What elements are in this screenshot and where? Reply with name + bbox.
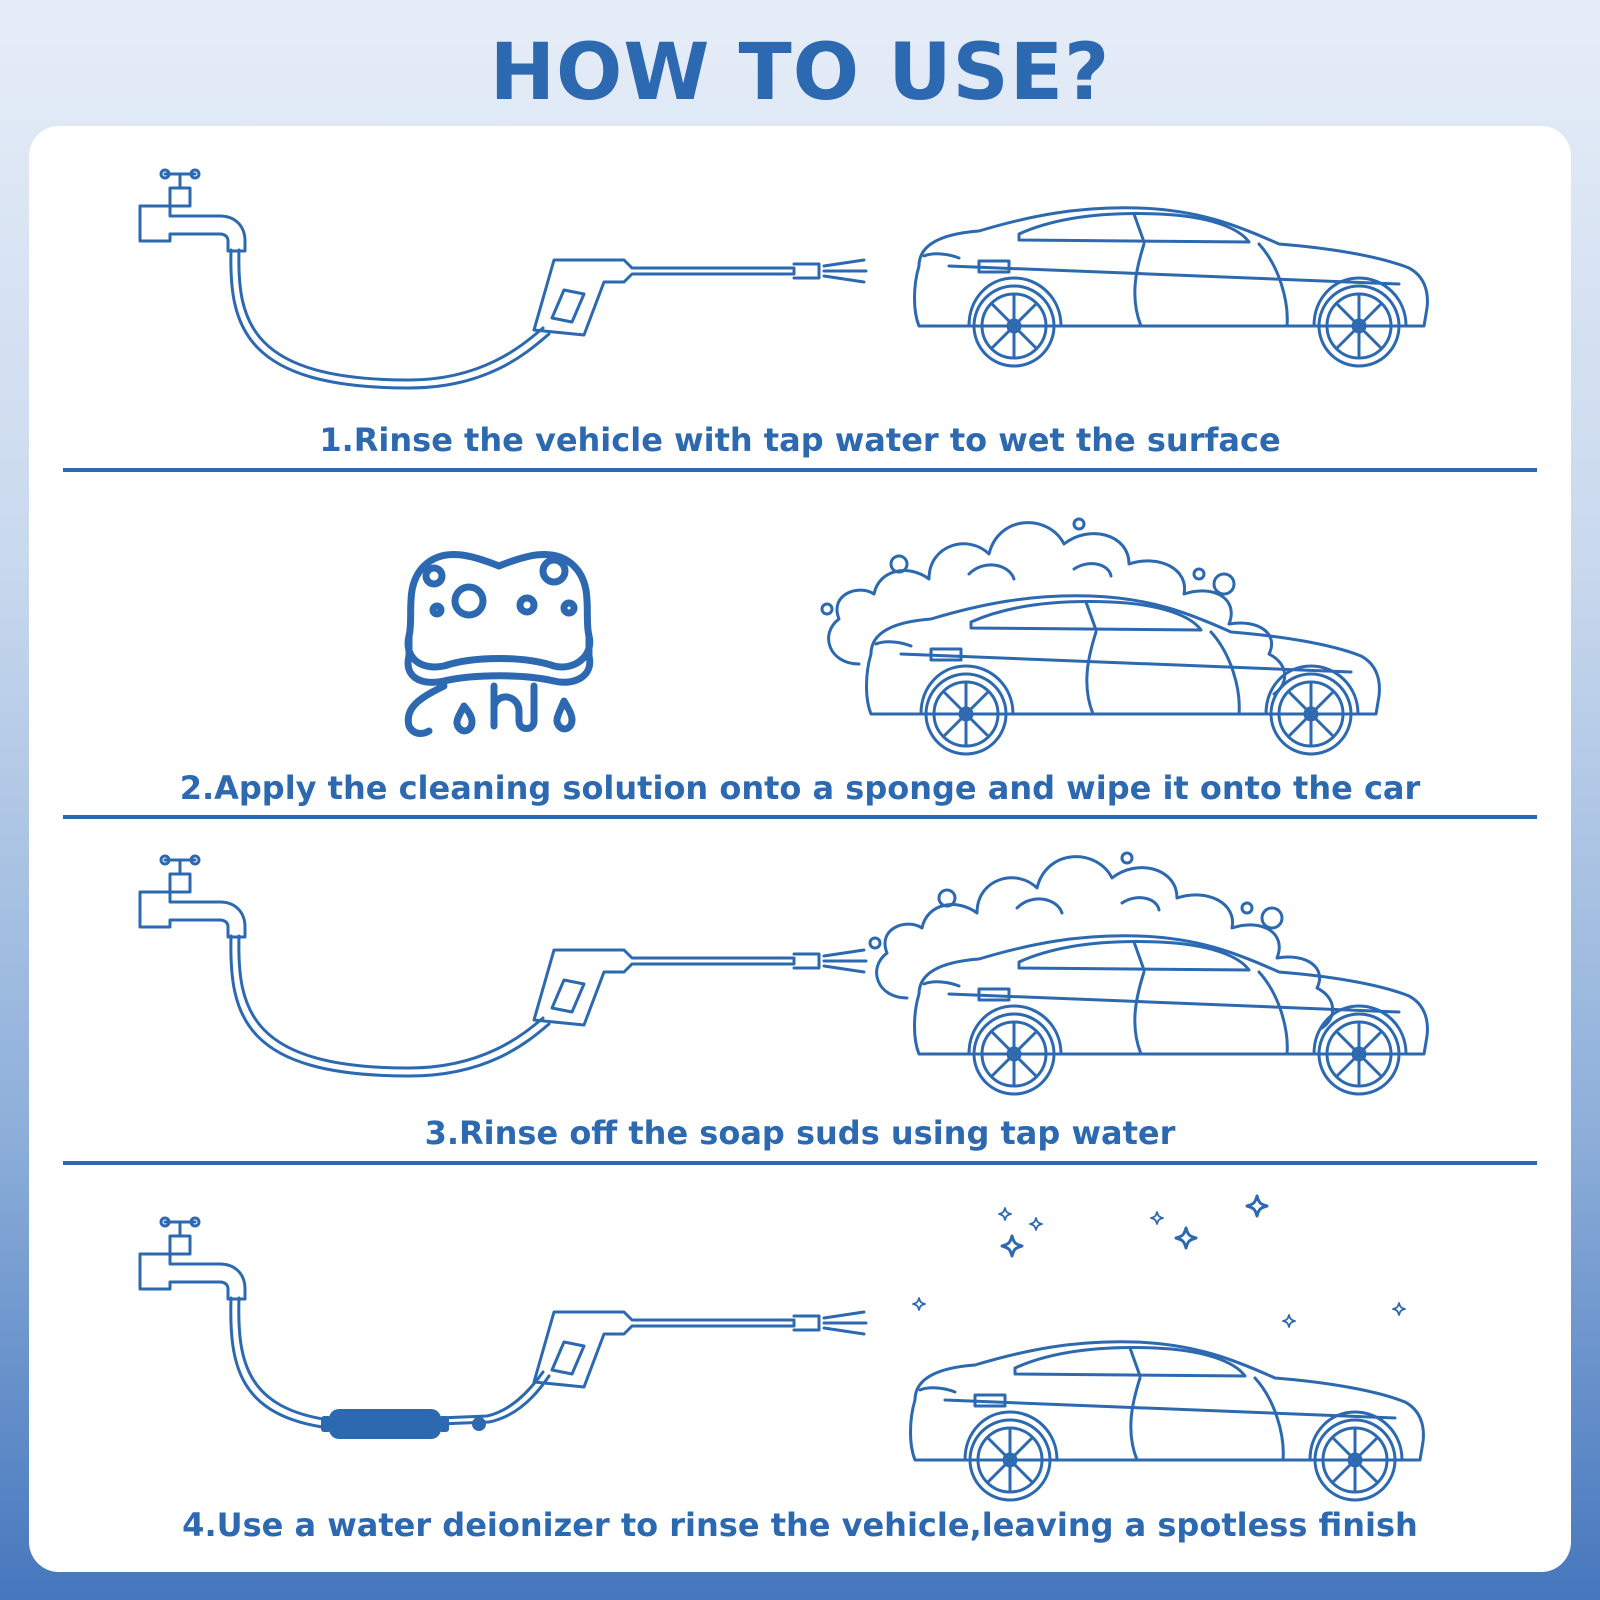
divider	[63, 1161, 1537, 1165]
spray-gun-icon	[532, 948, 868, 1027]
step-2-caption: 2.Apply the cleaning solution onto a spo…	[179, 769, 1421, 807]
step-1-caption: 1.Rinse the vehicle with tap water to we…	[319, 421, 1281, 459]
step-2: 2.Apply the cleaning solution onto a spo…	[29, 476, 1571, 826]
spray-gun-icon	[532, 1310, 868, 1389]
deionizer-icon	[321, 1409, 486, 1439]
spray-gun-icon	[532, 258, 868, 337]
page-title: HOW TO USE?	[489, 28, 1111, 118]
step-3: 3.Rinse off the soap suds using tap wate…	[29, 826, 1571, 1176]
divider	[63, 468, 1537, 472]
step-4-caption: 4.Use a water deionizer to rinse the veh…	[182, 1506, 1418, 1544]
step-1: 1.Rinse the vehicle with tap water to we…	[29, 126, 1571, 476]
car-icon	[913, 934, 1429, 1096]
instructions-card: 1.Rinse the vehicle with tap water to we…	[29, 126, 1571, 1572]
car-icon	[909, 1340, 1425, 1502]
car-icon	[865, 594, 1381, 756]
step-3-caption: 3.Rinse off the soap suds using tap wate…	[424, 1114, 1176, 1152]
hose-icon	[229, 1296, 551, 1430]
sparkles-icon	[912, 1194, 1406, 1328]
step-4: 4.Use a water deionizer to rinse the veh…	[29, 1176, 1571, 1572]
sponge-icon	[404, 550, 594, 737]
hose-icon	[229, 934, 551, 1078]
hose-icon	[229, 248, 551, 390]
divider	[63, 815, 1537, 819]
car-icon	[913, 206, 1429, 368]
